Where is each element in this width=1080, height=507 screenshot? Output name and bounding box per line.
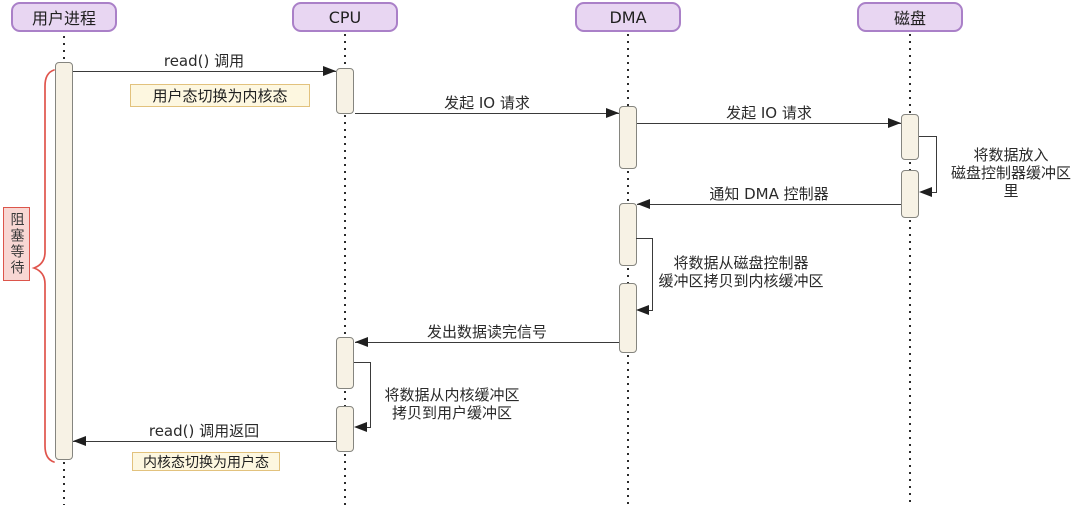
activation-bar-disk-1: [901, 114, 919, 160]
arrowhead-left-icon: [73, 436, 86, 446]
selfloop-dma-bottom: [645, 310, 653, 311]
activation-bar-disk-2: [901, 170, 919, 218]
actor-label: DMA: [609, 7, 647, 27]
message-label-read-call: read() 调用: [163, 52, 245, 70]
arrowhead-right-icon: [888, 118, 901, 128]
selfloop-cpu-top: [354, 362, 371, 363]
selfloop-label-disk: 将数据放入 磁盘控制器缓冲区里: [945, 146, 1077, 200]
selfloop-label-dma-line2: 缓冲区拷贝到内核缓冲区: [658, 272, 824, 290]
lifeline-user-process: [63, 36, 65, 62]
arrowhead-right-icon: [606, 108, 619, 118]
activation-bar-cpu-2: [336, 337, 354, 389]
actor-label: CPU: [328, 7, 362, 27]
blocking-wait-label: 阻塞等待: [3, 207, 30, 281]
selfloop-dma-top: [636, 238, 653, 239]
activation-bar-dma-3: [619, 283, 637, 353]
lifeline-cpu: [344, 115, 346, 337]
selfloop-disk-top: [919, 136, 937, 137]
lifeline-user-process: [63, 462, 65, 505]
blocking-brace: [31, 69, 55, 463]
actor-box-disk: 磁盘: [857, 2, 963, 32]
selfloop-label-cpu-line2: 拷贝到用户缓冲区: [391, 404, 512, 422]
selfloop-disk-side: [936, 136, 937, 193]
selfloop-label-disk-line2: 磁盘控制器缓冲区里: [950, 164, 1071, 200]
activation-bar-dma-2: [619, 203, 637, 266]
selfloop-dma-side: [652, 238, 653, 311]
arrowhead-left-icon: [354, 422, 367, 432]
activation-bar-dma-1: [619, 106, 637, 169]
message-line-read-return: [73, 441, 336, 442]
selfloop-label-dma-line1: 将数据从磁盘控制器: [673, 254, 809, 272]
activation-bar-cpu-1: [336, 68, 354, 114]
arrowhead-left-icon: [637, 199, 650, 209]
actor-label: 用户进程: [31, 9, 96, 28]
message-label-io-request-cpu-dma: 发起 IO 请求: [444, 94, 530, 112]
note-user-to-kernel-mode: 用户态切换为内核态: [130, 84, 310, 107]
lifeline-dma: [627, 355, 629, 505]
selfloop-label-cpu-line1: 将数据从内核缓冲区: [384, 386, 520, 404]
actor-label: 磁盘: [893, 9, 926, 28]
activation-bar-user-process: [55, 62, 73, 460]
lifeline-dma: [627, 34, 629, 106]
note-kernel-to-user-mode: 内核态切换为用户态: [132, 452, 280, 471]
selfloop-label-disk-line1: 将数据放入: [973, 146, 1049, 164]
lifeline-disk: [909, 220, 911, 505]
selfloop-cpu-side: [370, 362, 371, 428]
actor-box-cpu: CPU: [292, 2, 398, 32]
message-line-io-request-dma-disk: [637, 123, 901, 124]
selfloop-label-cpu: 将数据从内核缓冲区 拷贝到用户缓冲区: [366, 386, 538, 422]
message-label-read-return: read() 调用返回: [148, 422, 260, 440]
selfloop-disk-bottom: [928, 192, 937, 193]
arrowhead-right-icon: [323, 66, 336, 76]
message-line-io-request-cpu-dma: [355, 113, 619, 114]
lifeline-cpu: [344, 34, 346, 68]
message-line-read-call: [73, 71, 336, 72]
lifeline-cpu: [344, 454, 346, 505]
actor-box-dma: DMA: [575, 2, 681, 32]
message-label-notify-dma: 通知 DMA 控制器: [709, 185, 829, 203]
message-label-io-request-dma-disk: 发起 IO 请求: [726, 104, 812, 122]
message-line-read-done-signal: [355, 342, 619, 343]
arrowhead-left-icon: [919, 187, 932, 197]
activation-bar-cpu-3: [336, 406, 354, 452]
actor-box-user-process: 用户进程: [11, 2, 117, 32]
lifeline-cpu: [344, 391, 346, 406]
message-line-notify-dma: [637, 204, 901, 205]
arrowhead-left-icon: [355, 337, 368, 347]
arrowhead-left-icon: [636, 305, 649, 315]
lifeline-dma: [627, 171, 629, 203]
message-label-read-done-signal: 发出数据读完信号: [426, 323, 547, 341]
lifeline-dma: [627, 268, 629, 283]
selfloop-label-dma: 将数据从磁盘控制器 缓冲区拷贝到内核缓冲区: [655, 254, 827, 290]
selfloop-cpu-bottom: [363, 427, 371, 428]
lifeline-disk: [909, 34, 911, 114]
lifeline-disk: [909, 162, 911, 170]
